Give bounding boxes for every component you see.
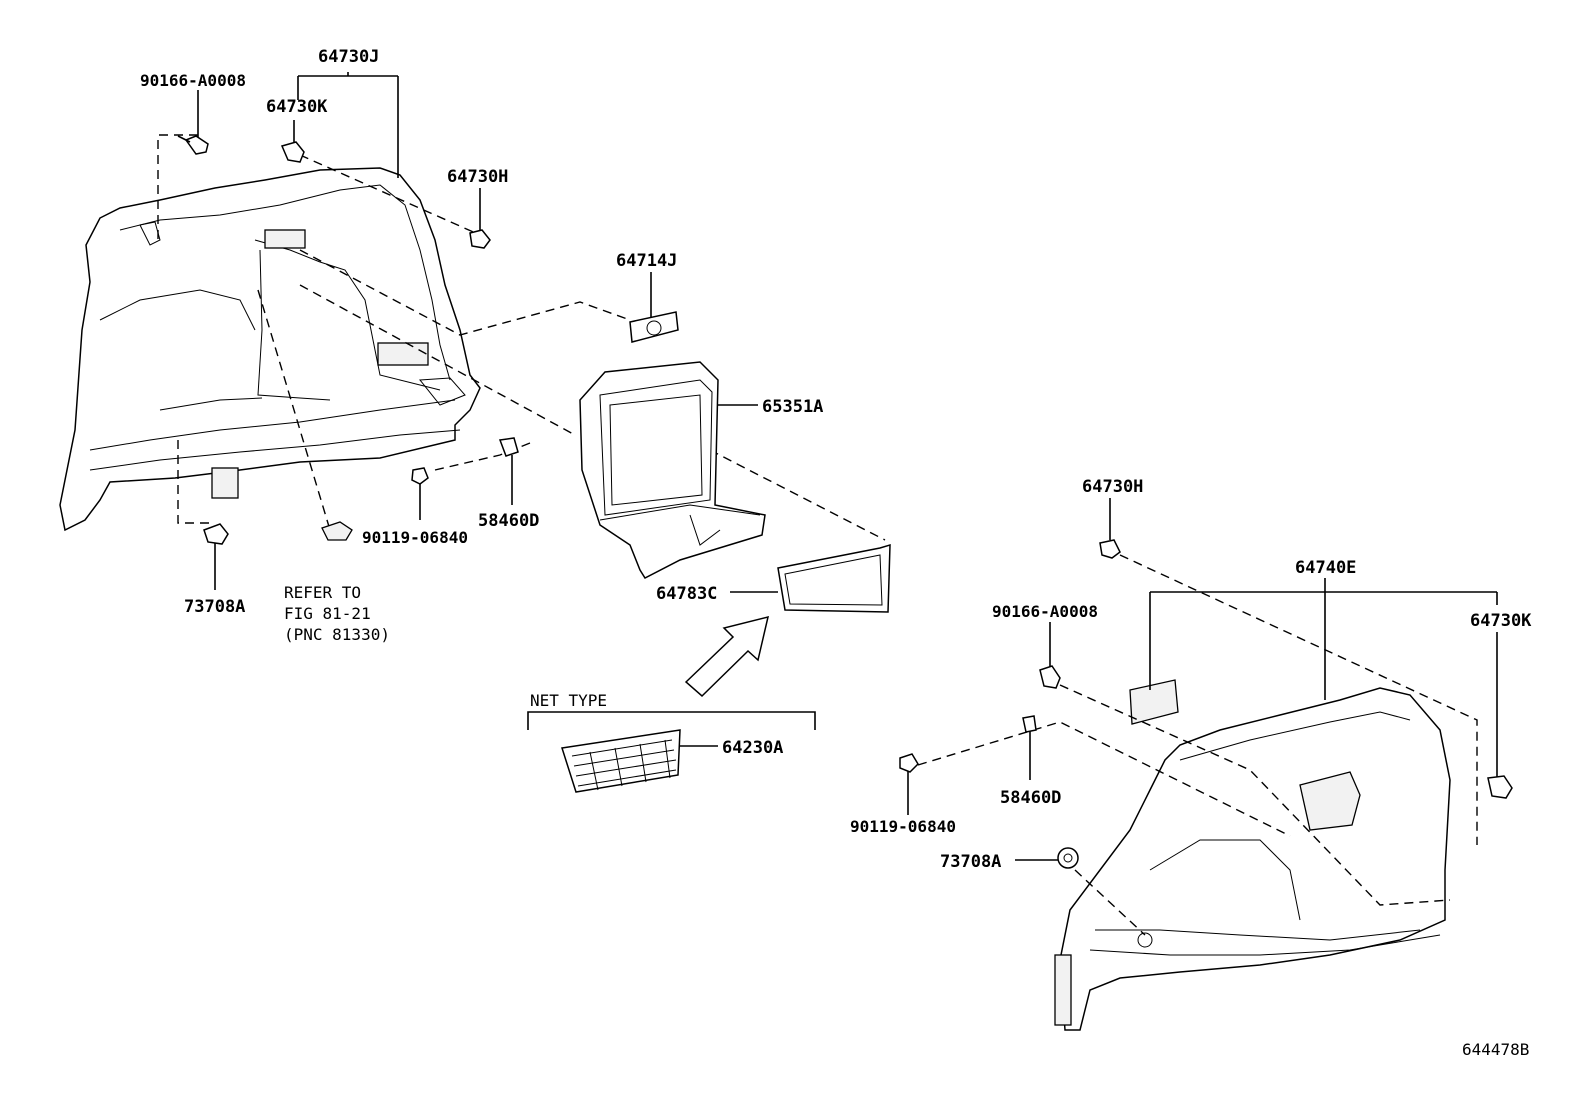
right-quarter-trim-panel [1054,679,1451,1031]
right-leader-lines [907,498,1498,936]
label-64730H-left: 64730H [447,167,508,187]
bolt-icon [1057,847,1079,869]
screw-icon [411,467,429,485]
label-90166-A0008-right: 90166-A0008 [992,602,1098,621]
left-quarter-trim-panel [59,167,481,532]
cover-plate-64714J [629,311,679,343]
figure-id: 644478B [1462,1040,1529,1059]
label-58460D-right: 58460D [1000,788,1061,808]
clip-icon [321,521,353,541]
part-labels: 64730J 90166-A0008 64730K 64730H 64714J … [140,47,1532,1059]
clip-icon [1487,775,1513,799]
label-64730K-left: 64730K [266,97,328,117]
label-65351A: 65351A [762,397,823,417]
clip-icon [1099,539,1121,559]
label-90119-06840-right: 90119-06840 [850,817,956,836]
label-64730H-right: 64730H [1082,477,1143,497]
label-64730K-right: 64730K [1470,611,1532,631]
screw-icon [177,135,209,155]
label-64740E: 64740E [1295,558,1356,578]
label-64783C: 64783C [656,584,717,604]
label-64730J: 64730J [318,47,379,67]
clip-icon [203,523,229,545]
label-net-type: NET TYPE [530,691,607,710]
refer-note-line3: (PNC 81330) [284,625,390,644]
clip-icon [280,141,305,163]
clip-icon [469,229,491,249]
net-type-bracket [527,711,816,730]
refer-note-line1: REFER TO [284,583,361,602]
clip-icon [498,437,519,457]
frame-64783C [777,543,891,613]
storage-box-65351A [579,361,766,579]
label-73708A-left: 73708A [184,597,245,617]
label-90119-06840-left: 90119-06840 [362,528,468,547]
screw-icon [1039,665,1061,689]
label-64230A: 64230A [722,738,783,758]
left-leader-lines [157,72,886,747]
screw-icon [899,753,919,773]
label-73708A-right: 73708A [940,852,1001,872]
label-90166-A0008-left: 90166-A0008 [140,71,246,90]
refer-note-line2: FIG 81-21 [284,604,371,623]
label-64714J: 64714J [616,251,677,271]
clip-icon [1022,715,1037,733]
net-icon [561,729,681,793]
label-58460D-left: 58460D [478,511,539,531]
arrow-icon [684,615,770,698]
